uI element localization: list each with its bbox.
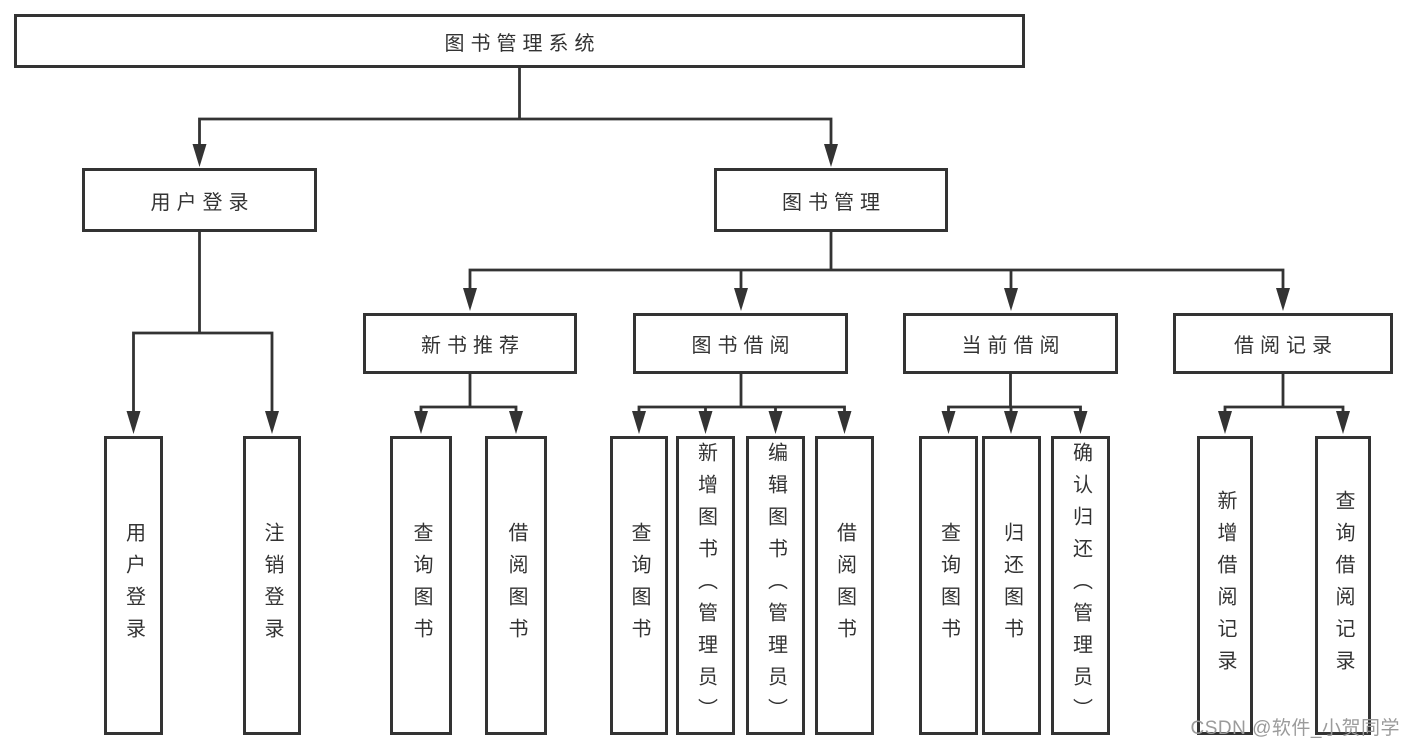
leaf-label: 新增借阅记录 — [1214, 489, 1236, 682]
leaf-label: 查询图书 — [410, 521, 432, 650]
node-label: 当前借阅 — [961, 335, 1066, 357]
arrow-icon — [265, 411, 279, 434]
node-root-label: 图书管理系统 — [444, 32, 601, 55]
leaf-label: 查询图书 — [937, 521, 960, 650]
leaf-confirm-return-admin: 确认归还（管理员） — [1051, 436, 1110, 735]
leaf-label: 查询借阅记录 — [1332, 489, 1354, 682]
leaf-add-borrow-record: 新增借阅记录 — [1197, 436, 1253, 735]
node-label: 图书管理 — [782, 191, 886, 214]
arrowheads — [126, 144, 1350, 434]
connector-borrow-records-branch — [1223, 372, 1345, 429]
leaf-add-book-admin: 新增图书（管理员） — [676, 436, 735, 735]
leaf-logout: 注销登录 — [243, 436, 301, 735]
arrow-icon — [734, 288, 748, 311]
leaf-label: 查询图书 — [628, 521, 650, 650]
arrow-icon — [509, 411, 523, 434]
leaf-query-books-current: 查询图书 — [919, 436, 978, 735]
arrow-icon — [1004, 411, 1018, 434]
arrow-icon — [941, 411, 956, 434]
node-label: 借阅记录 — [1234, 335, 1338, 357]
leaf-label: 用户登录 — [122, 521, 145, 650]
connector-book-borrow-branch — [637, 372, 846, 429]
leaf-return-books: 归还图书 — [982, 436, 1041, 735]
leaf-label: 编辑图书（管理员） — [764, 441, 787, 730]
arrow-icon — [192, 144, 207, 167]
csdn-watermark: CSDN @软件_小贺同学 — [1190, 718, 1400, 739]
leaf-query-borrow-record: 查询借阅记录 — [1315, 436, 1371, 735]
leaf-label: 新增图书（管理员） — [694, 441, 717, 730]
leaf-label: 归还图书 — [1000, 521, 1023, 650]
arrow-icon — [1004, 288, 1018, 311]
arrow-icon — [126, 411, 141, 434]
leaf-query-books-borrow: 查询图书 — [610, 436, 668, 735]
leaf-label: 确认归还（管理员） — [1069, 441, 1092, 730]
leaf-query-books-recommend: 查询图书 — [390, 436, 452, 735]
arrow-icon — [414, 411, 428, 434]
leaf-borrow-books-recommend: 借阅图书 — [485, 436, 547, 735]
node-book-management: 图书管理 — [714, 168, 948, 232]
arrow-icon — [837, 411, 852, 434]
node-new-book-recommend: 新书推荐 — [363, 313, 577, 374]
arrow-icon — [1073, 411, 1088, 434]
connector-new-book-recommend-branch — [419, 372, 518, 429]
node-book-borrow: 图书借阅 — [633, 313, 848, 374]
connector-user-login-branch — [132, 230, 274, 429]
node-label: 新书推荐 — [421, 335, 525, 357]
node-root: 图书管理系统 — [14, 14, 1025, 68]
arrow-icon — [824, 144, 838, 167]
leaf-user-login: 用户登录 — [104, 436, 163, 735]
arrow-icon — [698, 411, 713, 434]
node-label: 图书借阅 — [691, 335, 796, 357]
node-user-login: 用户登录 — [82, 168, 317, 232]
arrow-icon — [1218, 411, 1232, 434]
leaf-edit-book-admin: 编辑图书（管理员） — [746, 436, 805, 735]
arrow-icon — [1276, 288, 1290, 311]
connector-root-to-level2 — [198, 66, 833, 162]
arrow-icon — [768, 411, 783, 434]
leaf-label: 借阅图书 — [505, 521, 527, 650]
leaf-borrow-books: 借阅图书 — [815, 436, 874, 735]
leaf-label: 借阅图书 — [833, 521, 856, 650]
leaf-label: 注销登录 — [261, 521, 283, 650]
node-borrow-records: 借阅记录 — [1173, 313, 1393, 374]
connector-book-management-branch — [468, 230, 1285, 306]
arrow-icon — [1336, 411, 1350, 434]
arrow-icon — [463, 288, 477, 311]
arrow-icon — [632, 411, 646, 434]
node-label: 用户登录 — [150, 191, 255, 214]
node-current-borrow: 当前借阅 — [903, 313, 1118, 374]
